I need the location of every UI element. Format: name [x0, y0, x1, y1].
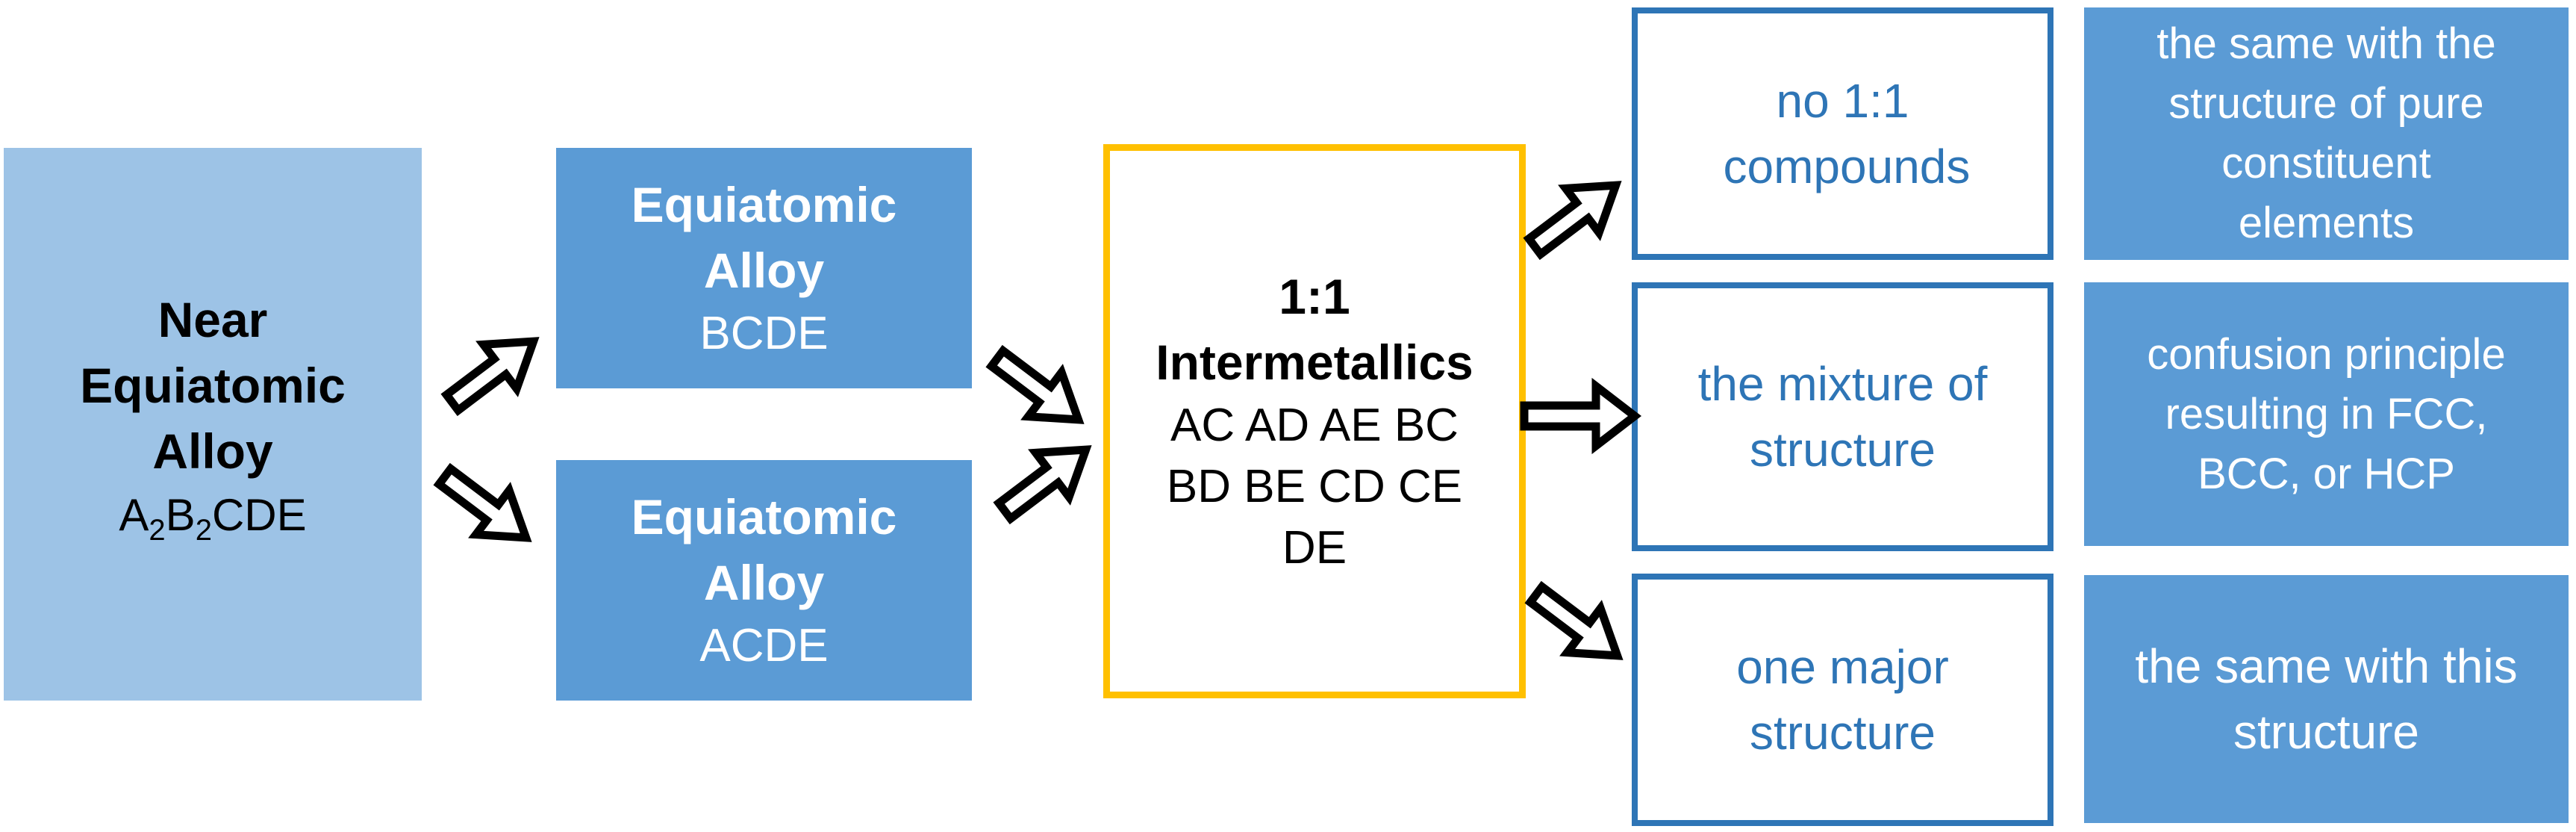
result-label: the same with this structure [2135, 639, 2518, 759]
arrow-to-mixture [1520, 377, 1642, 455]
near-equiatomic-alloy-box: Near Equiatomic Alloy A2B2CDE [4, 148, 422, 701]
equiatomic-alloy-title: Equiatomic Alloy [631, 177, 897, 298]
intermetallics-pairs: AC AD AE BC BD BE CD CE DE [1166, 400, 1463, 574]
outcome-mixture-box: the mixture of structure [1632, 282, 2053, 551]
arrow-near-to-bcde [440, 337, 540, 417]
result-label: the same with the structure of pure cons… [2156, 19, 2496, 247]
result-pure-elements-box: the same with the structure of pure cons… [2084, 7, 2569, 260]
equiatomic-alloy-bcde-box: Equiatomic Alloy BCDE [556, 148, 972, 388]
near-equiatomic-formula: A2B2CDE [119, 484, 306, 562]
formula-b: B [165, 490, 196, 540]
result-same-structure-box: the same with this structure [2084, 575, 2569, 823]
outcome-no-compounds-box: no 1:1 compounds [1632, 7, 2053, 260]
equiatomic-alloy-composition: BCDE [699, 308, 829, 359]
equiatomic-alloy-acde-box: Equiatomic Alloy ACDE [556, 460, 972, 701]
formula-b-subscript: 2 [195, 514, 212, 547]
arrow-to-no-compounds [1523, 181, 1622, 261]
equiatomic-alloy-title: Equiatomic Alloy [631, 489, 897, 610]
formula-rest: CDE [211, 490, 307, 540]
formula-a: A [119, 490, 149, 540]
outcome-label: the mixture of structure [1697, 357, 1988, 476]
intermetallics-box: 1:1 Intermetallics AC AD AE BC BD BE CD … [1103, 144, 1526, 698]
result-label: confusion principle resulting in FCC, BC… [2147, 329, 2506, 498]
outcome-label: no 1:1 compounds [1723, 74, 1971, 193]
arrow-acde-to-intermetallics [993, 445, 1092, 525]
equiatomic-alloy-composition: ACDE [699, 620, 829, 671]
intermetallics-title: 1:1 Intermetallics [1156, 269, 1473, 390]
arrow-bcde-to-intermetallics [985, 344, 1085, 424]
outcome-label: one major structure [1736, 640, 1949, 760]
result-confusion-principle-box: confusion principle resulting in FCC, BC… [2084, 282, 2569, 546]
near-equiatomic-title: Near Equiatomic Alloy [80, 292, 346, 479]
formula-a-subscript: 2 [149, 514, 166, 547]
arrow-near-to-acde [433, 462, 532, 542]
arrow-to-one-major [1524, 580, 1624, 660]
outcome-one-major-box: one major structure [1632, 574, 2053, 826]
